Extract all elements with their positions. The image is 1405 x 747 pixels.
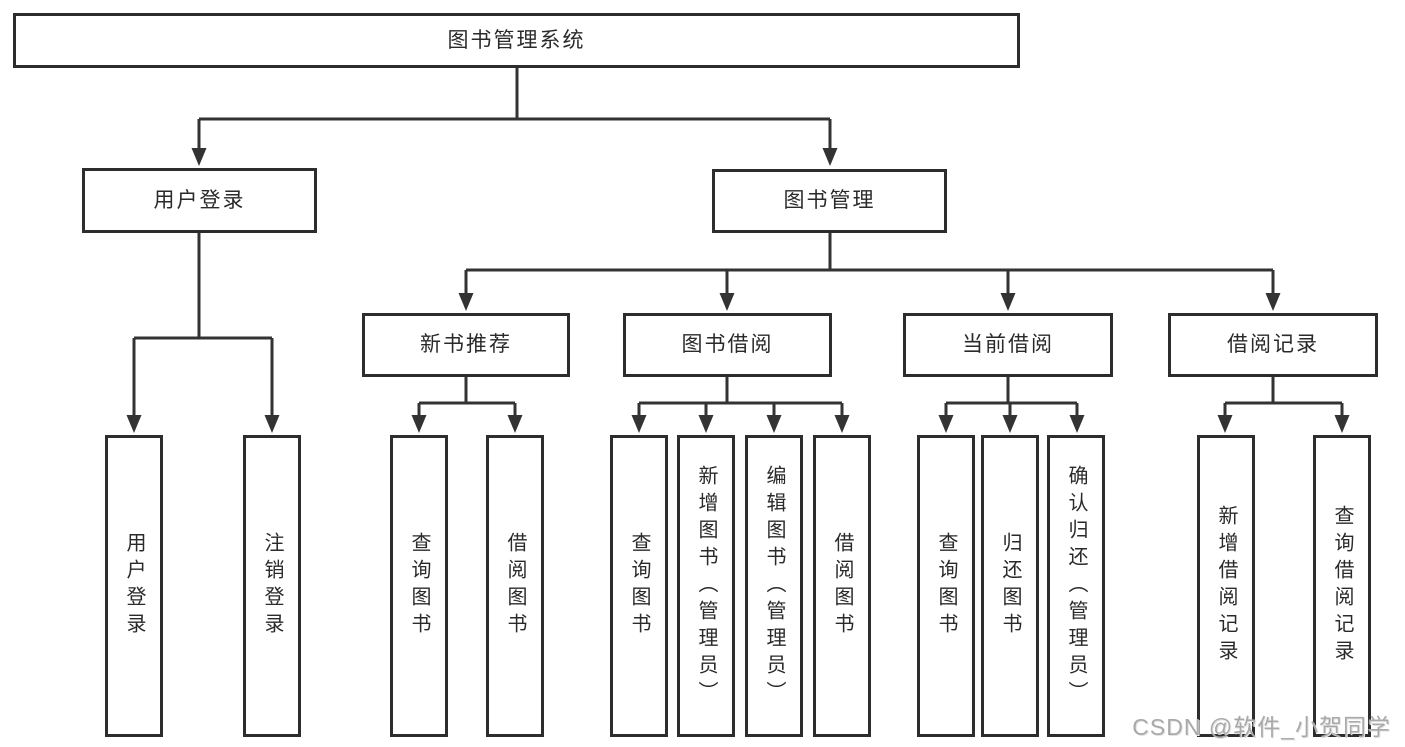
arrowhead: [766, 415, 782, 433]
node-book-borrowing: 图书借阅: [623, 313, 832, 377]
arrowhead: [191, 148, 207, 166]
arrowhead: [507, 415, 523, 433]
arrowhead: [1000, 293, 1016, 311]
arrowhead: [458, 293, 474, 311]
node-book-management: 图书管理: [712, 169, 947, 233]
leaf-add-book-admin: 新增图书（管理员）: [677, 435, 735, 737]
leaf-query-borrow-record: 查询借阅记录: [1313, 435, 1371, 737]
leaf-add-borrow-record: 新增借阅记录: [1197, 435, 1255, 737]
arrowhead: [834, 415, 850, 433]
leaf-edit-book-admin: 编辑图书（管理员）: [745, 435, 803, 737]
watermark: CSDN @软件_小贺同学: [1132, 714, 1391, 740]
arrowhead: [822, 148, 838, 166]
leaf-borrow-books-borrow: 借阅图书: [813, 435, 871, 737]
arrowhead: [1217, 415, 1233, 433]
leaf-confirm-return-admin: 确认归还（管理员）: [1047, 435, 1105, 737]
arrowhead: [1002, 415, 1018, 433]
leaf-return-books: 归还图书: [981, 435, 1039, 737]
arrowhead: [126, 415, 142, 433]
node-user-login: 用户登录: [82, 168, 317, 233]
leaf-query-books-borrow: 查询图书: [610, 435, 668, 737]
arrowhead: [264, 415, 280, 433]
arrowhead: [1265, 293, 1281, 311]
arrowhead: [631, 415, 647, 433]
arrowhead: [1334, 415, 1350, 433]
arrowhead: [719, 293, 735, 311]
leaf-query-books-recommend: 查询图书: [390, 435, 448, 737]
leaf-logout: 注销登录: [243, 435, 301, 737]
arrowhead: [1069, 415, 1085, 433]
leaf-query-books-current: 查询图书: [917, 435, 975, 737]
node-current-borrowing: 当前借阅: [903, 313, 1113, 377]
arrowhead: [411, 415, 427, 433]
node-root: 图书管理系统: [13, 13, 1020, 68]
leaf-user-login: 用户登录: [105, 435, 163, 737]
node-borrowing-records: 借阅记录: [1168, 313, 1378, 377]
arrowhead: [938, 415, 954, 433]
node-new-book-recommendation: 新书推荐: [362, 313, 570, 377]
arrowhead: [698, 415, 714, 433]
leaf-borrow-books-recommend: 借阅图书: [486, 435, 544, 737]
